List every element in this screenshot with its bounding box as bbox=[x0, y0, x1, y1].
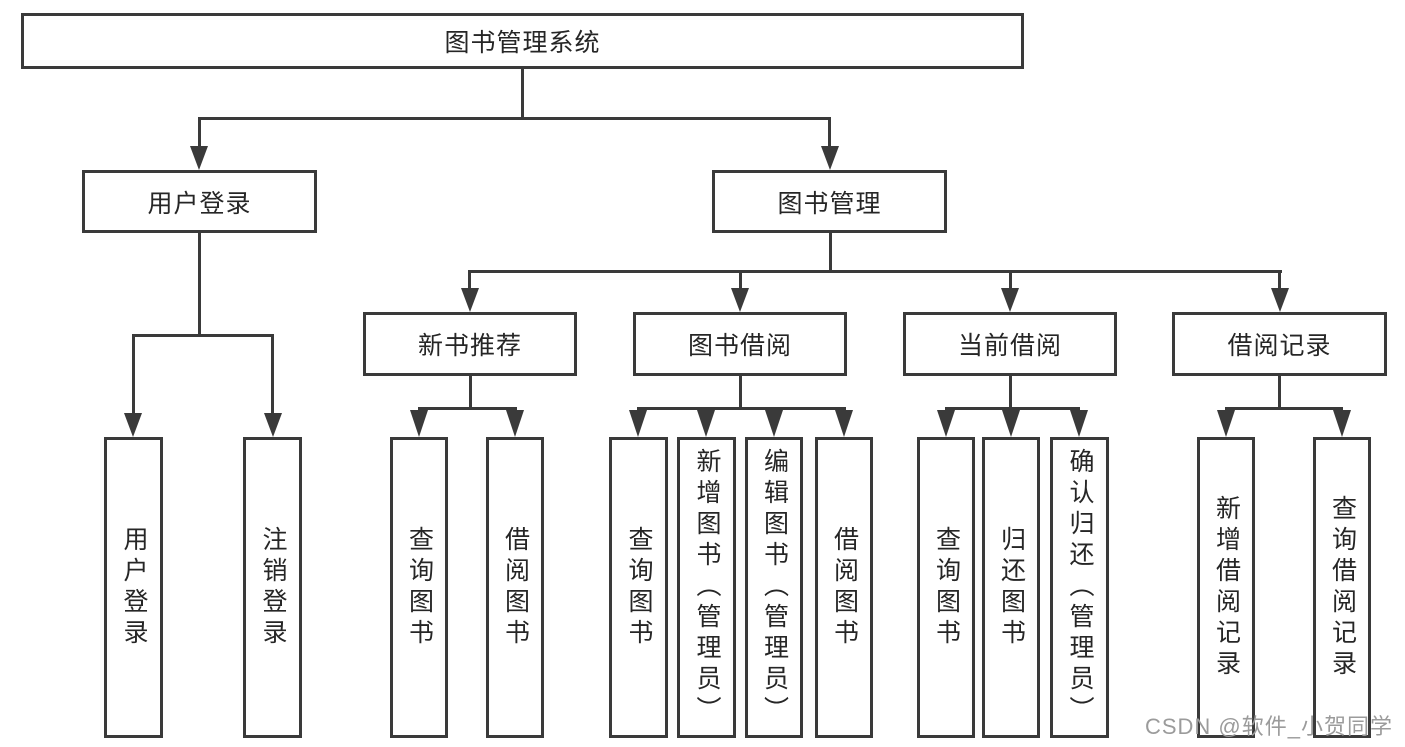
watermark-text: CSDN @软件_小贺同学 bbox=[1144, 714, 1393, 739]
leaf-query-books-borrowing: 查询图书 bbox=[609, 437, 668, 738]
connector-line bbox=[739, 376, 742, 409]
arrowhead-down bbox=[461, 288, 479, 312]
leaf-user-login: 用户登录 bbox=[104, 437, 163, 738]
connector-line bbox=[1278, 270, 1281, 288]
node-label: 编辑图书（管理员） bbox=[760, 448, 789, 727]
node-label: 新书推荐 bbox=[417, 332, 522, 360]
connector-line bbox=[198, 233, 201, 335]
arrowhead-down bbox=[1002, 410, 1020, 437]
node-label: 查询借阅记录 bbox=[1328, 494, 1357, 681]
node-label: 新增借阅记录 bbox=[1212, 494, 1241, 681]
node-label: 用户登录 bbox=[147, 189, 252, 218]
connector-line bbox=[1278, 376, 1281, 409]
arrowhead-down bbox=[629, 410, 647, 437]
connector-line bbox=[1009, 270, 1012, 288]
connector-line bbox=[828, 117, 831, 148]
arrowhead-down bbox=[1271, 288, 1289, 312]
arrowhead-down bbox=[731, 288, 749, 312]
arrowhead-down bbox=[506, 410, 524, 437]
connector-line bbox=[198, 117, 831, 120]
arrowhead-down bbox=[1001, 288, 1019, 312]
leaf-borrow-books-borrowing: 借阅图书 bbox=[815, 437, 873, 738]
node-label: 归还图书 bbox=[997, 525, 1026, 650]
node-label: 确认归还（管理员） bbox=[1066, 448, 1094, 727]
node-label: 图书借阅 bbox=[687, 332, 792, 360]
node-label: 借阅图书 bbox=[501, 525, 530, 650]
node-label: 查询图书 bbox=[405, 525, 434, 650]
node-book-management: 图书管理 bbox=[712, 170, 947, 233]
connector-line bbox=[945, 407, 1080, 410]
arrowhead-down bbox=[190, 146, 208, 170]
arrowhead-down bbox=[697, 410, 715, 437]
arrowhead-down bbox=[835, 410, 853, 437]
leaf-logout: 注销登录 bbox=[243, 437, 302, 738]
arrowhead-down bbox=[1070, 410, 1088, 437]
node-label: 借阅图书 bbox=[830, 525, 859, 650]
connector-line bbox=[637, 407, 846, 410]
connector-line bbox=[739, 270, 742, 288]
node-label: 查询图书 bbox=[625, 525, 653, 650]
connector-line bbox=[1009, 376, 1012, 409]
node-label: 图书管理 bbox=[777, 189, 882, 218]
leaf-query-books-recommend: 查询图书 bbox=[390, 437, 448, 738]
leaf-borrow-books-recommend: 借阅图书 bbox=[486, 437, 544, 738]
leaf-query-borrow-record: 查询借阅记录 bbox=[1313, 437, 1371, 738]
node-library-management-system: 图书管理系统 bbox=[21, 13, 1024, 69]
node-current-borrowing: 当前借阅 bbox=[903, 312, 1117, 376]
arrowhead-down bbox=[821, 146, 839, 170]
connector-line bbox=[468, 270, 471, 288]
arrowhead-down bbox=[1333, 410, 1351, 437]
node-label: 新增图书（管理员） bbox=[693, 448, 721, 727]
leaf-add-borrow-record: 新增借阅记录 bbox=[1197, 437, 1255, 738]
node-label: 注销登录 bbox=[259, 525, 287, 650]
leaf-confirm-return-admin: 确认归还（管理员） bbox=[1050, 437, 1109, 738]
arrowhead-down bbox=[410, 410, 428, 437]
node-label: 借阅记录 bbox=[1227, 332, 1332, 360]
node-borrowing-records: 借阅记录 bbox=[1172, 312, 1387, 376]
node-label: 查询图书 bbox=[932, 525, 961, 650]
connector-line bbox=[418, 407, 517, 410]
connector-line bbox=[469, 376, 472, 409]
connector-line bbox=[132, 334, 135, 413]
node-user-login: 用户登录 bbox=[82, 170, 317, 233]
node-label: 当前借阅 bbox=[957, 332, 1062, 360]
arrowhead-down bbox=[765, 410, 783, 437]
connector-line bbox=[198, 117, 201, 148]
connector-line bbox=[271, 334, 274, 413]
node-label: 图书管理系统 bbox=[444, 29, 601, 57]
leaf-return-books: 归还图书 bbox=[982, 437, 1040, 738]
node-label: 用户登录 bbox=[120, 525, 148, 650]
leaf-query-books-current: 查询图书 bbox=[917, 437, 975, 738]
arrowhead-down bbox=[937, 410, 955, 437]
arrowhead-down bbox=[264, 413, 282, 437]
leaf-add-books-admin: 新增图书（管理员） bbox=[677, 437, 736, 738]
connector-line bbox=[132, 334, 274, 337]
leaf-edit-books-admin: 编辑图书（管理员） bbox=[745, 437, 803, 738]
connector-line bbox=[469, 270, 1282, 273]
node-new-book-recommend: 新书推荐 bbox=[363, 312, 577, 376]
node-book-borrowing: 图书借阅 bbox=[633, 312, 847, 376]
connector-line bbox=[521, 69, 524, 118]
connector-line bbox=[1225, 407, 1343, 410]
connector-line bbox=[829, 233, 832, 272]
arrowhead-down bbox=[124, 413, 142, 437]
arrowhead-down bbox=[1217, 410, 1235, 437]
